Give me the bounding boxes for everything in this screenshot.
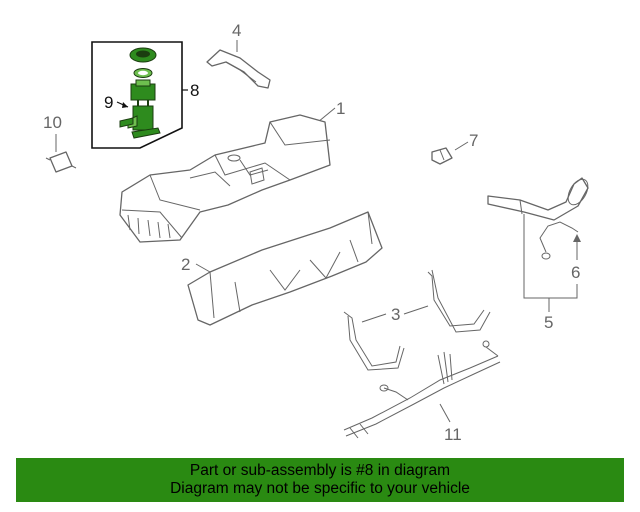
- strainer: [131, 127, 161, 139]
- callout-7: 7: [469, 131, 478, 150]
- fuel-filler-pipe: [487, 177, 589, 221]
- callout-10: 10: [43, 113, 62, 132]
- parts-diagram: 8 9 4 1 10 7 2: [43, 21, 589, 444]
- callout-3: 3: [391, 305, 400, 324]
- fuel-filler-hose: [539, 221, 579, 260]
- banner-line-1: Part or sub-assembly is #8 in diagram: [189, 462, 451, 479]
- callout-4: 4: [232, 21, 241, 40]
- callout-11: 11: [444, 425, 462, 444]
- fuel-tank-shield: [187, 211, 383, 326]
- fuel-tank: [119, 114, 331, 243]
- fuel-filter: [45, 151, 77, 173]
- info-banner: Part or sub-assembly is #8 in diagram Di…: [16, 458, 624, 502]
- fuel-pump-module-box[interactable]: [91, 41, 183, 149]
- banner-line-2: Diagram may not be specific to your vehi…: [170, 480, 470, 497]
- callout-5: 5: [544, 313, 553, 332]
- callout-2: 2: [181, 255, 190, 274]
- fuel-lines: [343, 340, 501, 439]
- fuel-tank-drain-plug: [431, 147, 453, 165]
- callout-9: 9: [104, 93, 113, 112]
- callout-8: 8: [190, 81, 199, 100]
- sending-unit-float: [119, 117, 134, 128]
- fuel-tank-straps: [343, 269, 491, 371]
- fuel-tank-shield-bracket: [206, 49, 271, 89]
- callout-6: 6: [571, 263, 580, 282]
- callout-1: 1: [336, 99, 345, 118]
